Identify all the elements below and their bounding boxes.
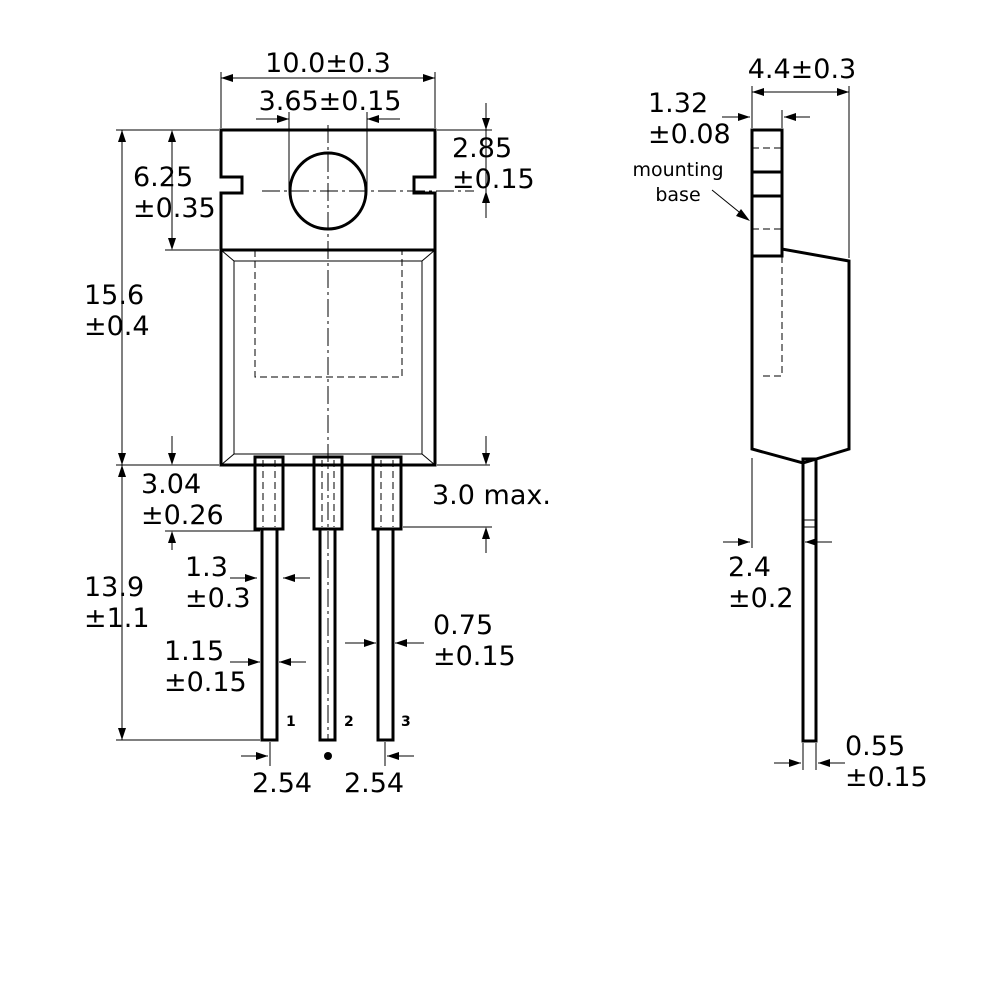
lead-length-value: 13.9 — [84, 572, 144, 603]
pin-label-2: 2 — [344, 714, 354, 730]
front-view: 1 2 3 10.0±0.3 3.65±0.15 2 — [84, 48, 551, 799]
dim-body-bottom-right — [437, 436, 490, 466]
dim-width: 10.0±0.3 — [220, 48, 436, 128]
lead-offset-tol: ±0.2 — [728, 583, 794, 614]
lead-offset-value: 2.4 — [728, 552, 771, 583]
tab-height-value: 6.25 — [133, 162, 193, 193]
dim-lead-thickness: 0.55 ±0.15 — [774, 731, 928, 793]
package-outline — [219, 128, 437, 467]
mounting-base-label-2: base — [655, 184, 700, 206]
pitch-left-value: 2.54 — [252, 768, 312, 799]
pin-label-1: 1 — [286, 714, 296, 730]
lead-width-tol: ±0.15 — [433, 641, 516, 672]
die-hidden-outline — [254, 250, 403, 378]
dim-depth: 4.4±0.3 — [748, 54, 857, 258]
dim-shoulder-width: 1.3 ±0.3 — [185, 552, 310, 614]
dim-tab-height: 6.25 ±0.35 — [133, 130, 219, 251]
side-lead — [801, 457, 818, 743]
hole-offset-tol: ±0.15 — [452, 164, 535, 195]
lead-width-value: 0.75 — [433, 610, 493, 641]
hole-offset-value: 2.85 — [452, 133, 512, 164]
shoulder-width-tol: ±0.3 — [185, 583, 251, 614]
pitch-right-value: 2.54 — [344, 768, 404, 799]
tab-thickness-value: 1.32 — [648, 88, 708, 119]
pin-label-3: 3 — [401, 714, 411, 730]
dim-shoulder-max: 3.0 max. — [403, 480, 551, 553]
side-body — [750, 247, 851, 465]
mounting-base-label-1: mounting — [632, 159, 723, 181]
dim-lead-width: 0.75 ±0.15 — [345, 610, 516, 672]
mounting-base-callout: mounting base — [632, 159, 750, 221]
lead-length-tol: ±1.1 — [84, 603, 150, 634]
lead-shoulder-value: 3.04 — [141, 469, 201, 500]
hole-spacing-value: 3.65±0.15 — [259, 86, 402, 117]
lead-1 — [253, 455, 285, 742]
dim-hole-spacing: 3.65±0.15 — [256, 86, 401, 191]
dim-lead-shoulder: 3.04 ±0.26 — [141, 469, 260, 550]
tab-height-tol: ±0.35 — [133, 193, 216, 224]
dim-lead-width-wide: 1.15 ±0.15 — [164, 636, 306, 698]
side-tab — [750, 128, 784, 258]
lead-3 — [371, 455, 403, 742]
width-value: 10.0±0.3 — [265, 48, 391, 79]
lead-width-wide-value: 1.15 — [164, 636, 224, 667]
side-view: 4.4±0.3 1.32 ±0.08 mounting base 2.4 — [632, 54, 927, 793]
dim-hole-offset: 2.85 ±0.15 — [437, 103, 535, 218]
dim-body-height: 15.6 ±0.4 — [84, 129, 219, 466]
body-height-tol: ±0.4 — [84, 311, 150, 342]
dim-lead-offset: 2.4 ±0.2 — [723, 458, 832, 614]
lead-shoulder-tol: ±0.26 — [141, 500, 224, 531]
tab-thickness-tol: ±0.08 — [648, 119, 731, 150]
lead-thickness-value: 0.55 — [845, 731, 905, 762]
dim-pitch: 2.54 2.54 — [241, 742, 414, 799]
body-height-value: 15.6 — [84, 280, 144, 311]
dim-tab-thickness: 1.32 ±0.08 — [648, 88, 810, 150]
lead-thickness-tol: ±0.15 — [845, 762, 928, 793]
dim-lead-length: 13.9 ±1.1 — [84, 464, 260, 741]
lead-2 — [312, 455, 344, 742]
shoulder-width-value: 1.3 — [185, 552, 228, 583]
depth-value: 4.4±0.3 — [748, 54, 857, 85]
shoulder-max-value: 3.0 max. — [432, 480, 551, 511]
lead-width-wide-tol: ±0.15 — [164, 667, 247, 698]
dim-body-bottom-left — [168, 436, 176, 465]
